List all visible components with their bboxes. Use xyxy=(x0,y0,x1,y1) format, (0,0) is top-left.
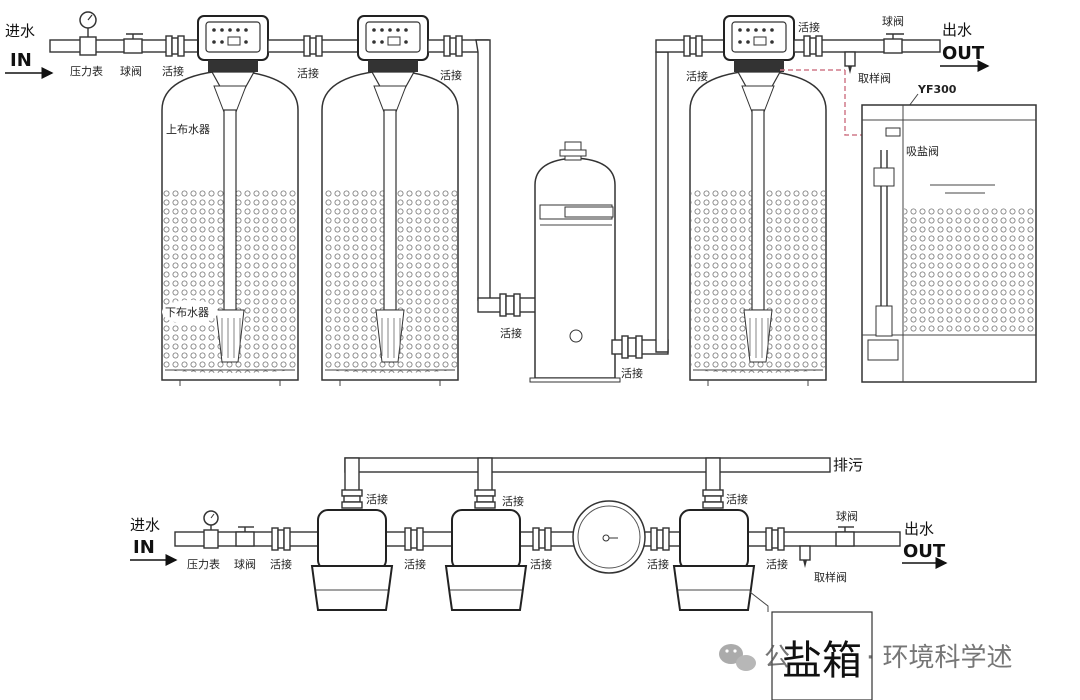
bottom-valve-unit-2 xyxy=(444,509,528,611)
lower-distributor-1 xyxy=(215,309,245,363)
wechat-icon xyxy=(719,644,756,671)
salt-box xyxy=(771,611,873,700)
top-union-label-1: 活接 xyxy=(162,65,184,78)
riser-tube-1 xyxy=(223,109,237,311)
drain-label: 排污 xyxy=(833,456,863,474)
top-ball-valve-label: 球阀 xyxy=(120,64,142,78)
filter-union-label-in: 活接 xyxy=(500,327,522,340)
drain-union-3 xyxy=(702,501,724,509)
drain-union-label-1: 活接 xyxy=(366,493,388,506)
top-union-2 xyxy=(315,35,323,57)
bottom-ball-valve-icon xyxy=(235,531,255,547)
lower-distributor-label: 下布水器 xyxy=(165,306,209,319)
bottom-union-label-5: 活接 xyxy=(766,558,788,571)
salt-box-label: 盐箱 xyxy=(782,638,862,684)
filter-union-in xyxy=(513,293,521,317)
top-outlet-cn: 出水 xyxy=(942,21,972,39)
drain-union-label-2: 活接 xyxy=(502,495,524,508)
bottom-inlet-en: IN xyxy=(133,537,155,558)
top-inlet-cn: 进水 xyxy=(5,22,35,40)
bottom-outlet-en: OUT xyxy=(903,541,946,562)
bottom-union-label-4: 活接 xyxy=(647,558,669,571)
bottom-valve-unit-3 xyxy=(672,509,756,611)
top-union-1 xyxy=(177,35,185,57)
top-ball-valve-icon xyxy=(123,38,143,54)
top-inlet-en: IN xyxy=(10,50,32,71)
drain-header-pipe xyxy=(344,457,831,473)
watermark-text-a: 公 xyxy=(764,643,790,673)
drain-union-label-3: 活接 xyxy=(726,493,748,506)
top-sampling-valve-icon xyxy=(844,51,856,67)
top-union-5 xyxy=(815,35,823,57)
bottom-union-label-in: 活接 xyxy=(270,558,292,571)
top-pressure-gauge-label: 压力表 xyxy=(70,64,103,78)
drain-union-1 xyxy=(341,501,363,509)
bottom-union-4 xyxy=(662,527,670,551)
bottom-sampling-valve-label: 取样阀 xyxy=(814,570,847,584)
top-sampling-valve-label: 取样阀 xyxy=(858,71,891,85)
brine-valve-label: 吸盐阀 xyxy=(906,144,939,158)
top-union-3 xyxy=(455,35,463,57)
bottom-outlet-ball-valve-label: 球阀 xyxy=(836,509,858,523)
watermark-text-b: · 环境科学述 xyxy=(866,643,1013,673)
top-outlet-pipe xyxy=(793,39,941,53)
pipe-down-to-filter xyxy=(475,39,491,301)
bottom-union-5 xyxy=(777,527,785,551)
valve-body-1 xyxy=(208,60,258,72)
model-label: YF300 xyxy=(917,83,957,96)
salt-bed xyxy=(904,208,1035,334)
filter-union-label-out: 活接 xyxy=(621,367,643,380)
bottom-valve-unit-1 xyxy=(310,509,394,611)
riser-tube-2 xyxy=(383,109,397,311)
bottom-union-2 xyxy=(416,527,424,551)
drain-union-2 xyxy=(474,501,496,509)
bottom-sampling-valve-icon xyxy=(799,545,811,561)
bottom-union-in xyxy=(283,527,291,551)
filter-union-out xyxy=(635,335,643,359)
bottom-ball-valve-label: 球阀 xyxy=(234,557,256,571)
pipe-up-to-tank3 xyxy=(655,51,669,353)
top-outlet-ball-valve-label: 球阀 xyxy=(882,14,904,28)
bottom-union-label-3: 活接 xyxy=(530,558,552,571)
bottom-union-label-2: 活接 xyxy=(404,558,426,571)
bottom-outlet-cn: 出水 xyxy=(904,520,934,538)
top-union-4 xyxy=(695,35,703,57)
top-outlet-ball-valve-icon xyxy=(883,38,903,54)
top-union-label-4: 活接 xyxy=(686,70,708,83)
bottom-outlet-ball-valve-icon xyxy=(835,531,855,547)
top-union-label-3: 活接 xyxy=(440,69,462,82)
bottom-inlet-cn: 进水 xyxy=(130,516,160,534)
bottom-pressure-gauge-label: 压力表 xyxy=(187,557,220,571)
bottom-union-3 xyxy=(544,527,552,551)
upper-distributor-label: 上布水器 xyxy=(166,123,210,136)
top-union-label-5: 活接 xyxy=(798,21,820,34)
riser-tube-3 xyxy=(751,109,765,311)
top-outlet-en: OUT xyxy=(942,43,985,64)
cartridge-filter xyxy=(534,157,616,379)
top-union-label-2: 活接 xyxy=(297,67,319,80)
